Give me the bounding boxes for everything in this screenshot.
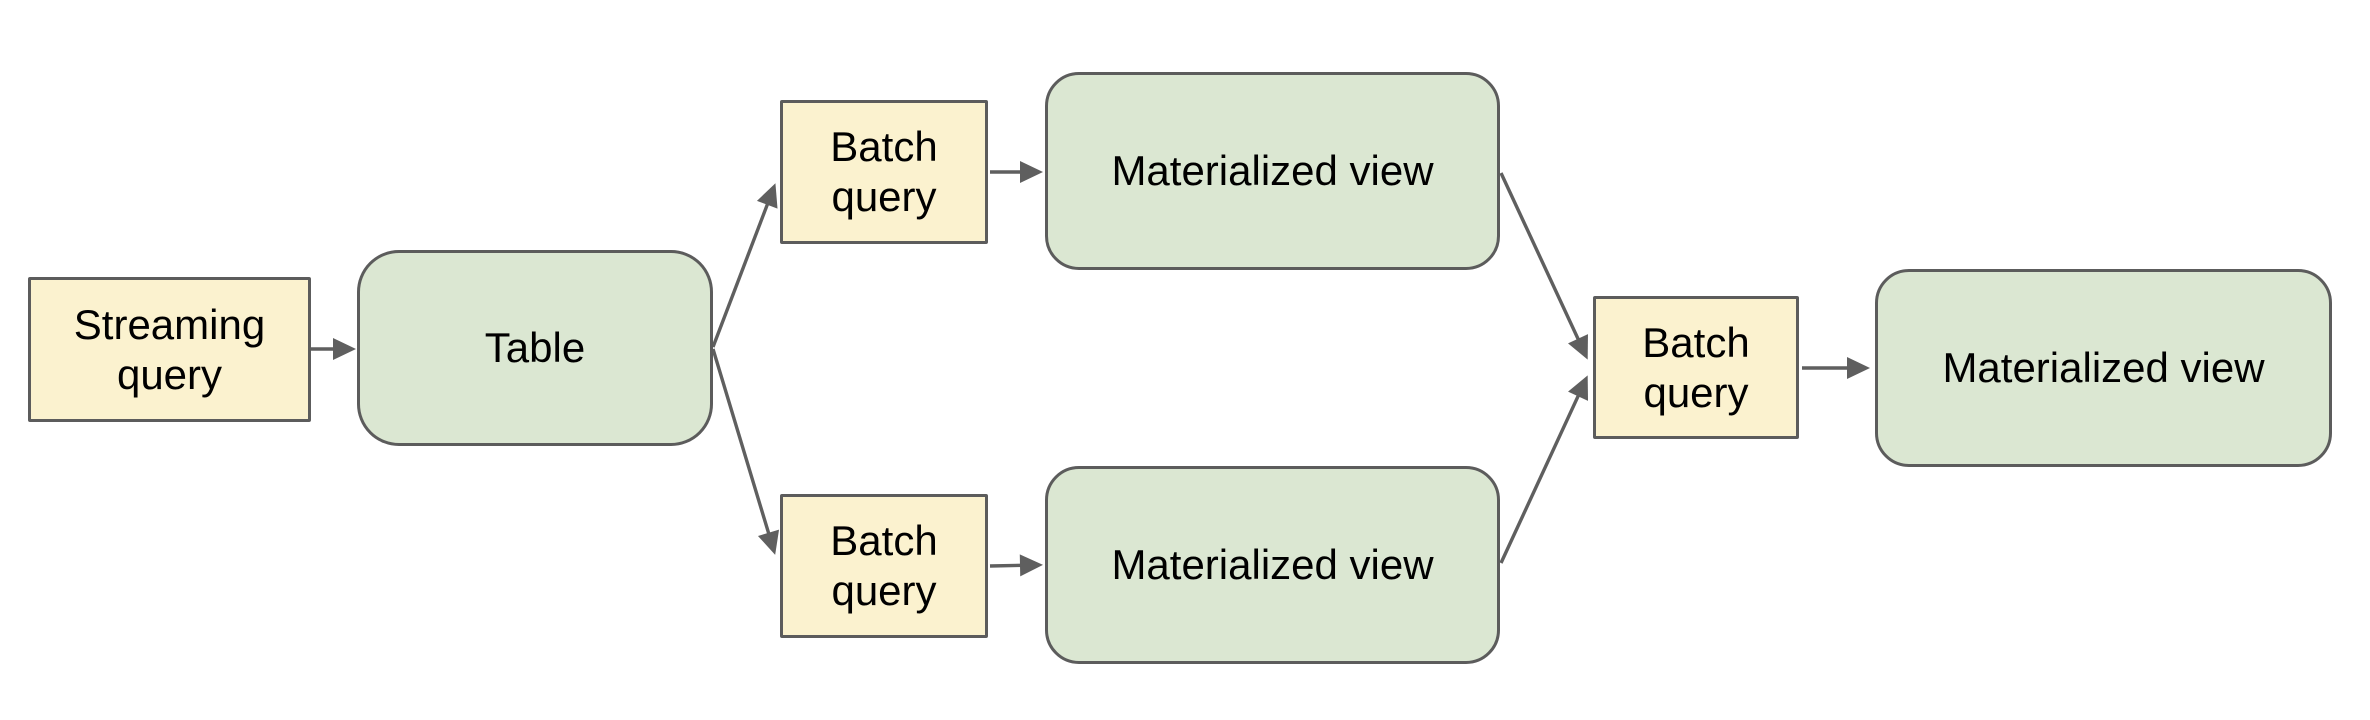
node-materialized-view-top: Materialized view (1045, 72, 1500, 270)
node-batch-query-bottom-label: Batch query (830, 517, 938, 614)
node-batch-query-top: Batch query (780, 100, 988, 244)
node-materialized-view-right: Materialized view (1875, 269, 2332, 467)
arrow-table-to-batch-query-top (711, 183, 778, 348)
node-table: Table (357, 250, 713, 446)
node-batch-query-bottom: Batch query (780, 494, 988, 638)
node-batch-query-top-label: Batch query (830, 123, 938, 220)
node-batch-query-right: Batch query (1593, 296, 1799, 439)
arrow-materialized-view-bottom-to-batch-query-right (1499, 375, 1589, 564)
node-materialized-view-bottom: Materialized view (1045, 466, 1500, 664)
node-materialized-view-bottom-label: Materialized view (1111, 541, 1434, 589)
node-streaming-query: Streaming query (28, 277, 311, 422)
arrow-materialized-view-top-to-batch-query-right (1499, 172, 1588, 360)
arrow-batch-query-bottom-to-materialized-view-bottom (989, 554, 1043, 577)
node-table-label: Table (484, 324, 586, 372)
arrow-table-to-batch-query-bottom (711, 348, 780, 555)
node-materialized-view-top-label: Materialized view (1111, 147, 1434, 195)
node-streaming-query-label: Streaming query (73, 300, 266, 398)
node-batch-query-right-label: Batch query (1642, 318, 1750, 416)
node-materialized-view-right-label: Materialized view (1942, 344, 2265, 392)
